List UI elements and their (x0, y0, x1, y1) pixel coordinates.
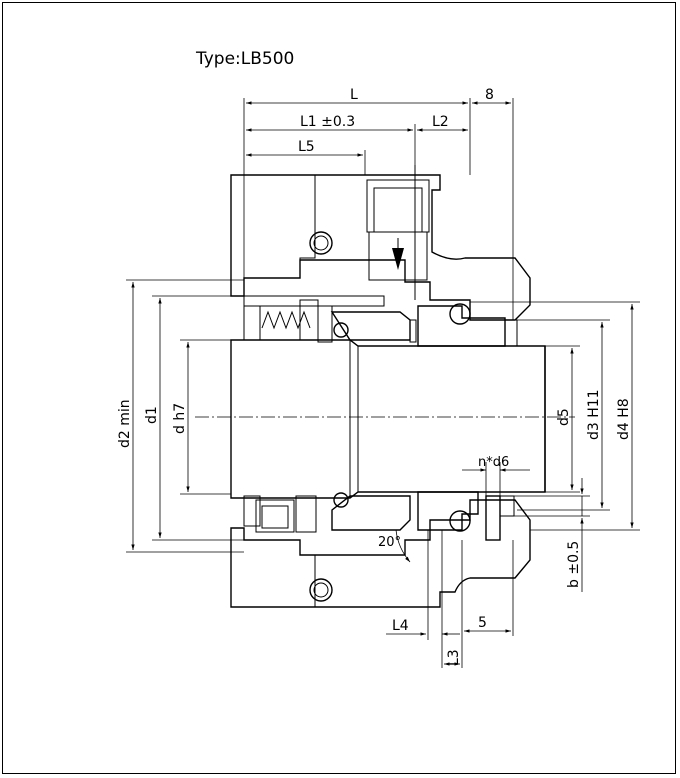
left-dimensions (126, 279, 244, 553)
pin-dimension (462, 462, 530, 496)
bottom-dimensions (386, 530, 514, 668)
dim-L5: L5 (298, 139, 315, 155)
dim-d5: d5 (556, 408, 572, 426)
dim-L4: L4 (392, 618, 409, 634)
dim-L1: L1 ±0.3 (300, 114, 355, 130)
dim-d4: d4 H8 (616, 398, 632, 440)
dim-L2: L2 (432, 114, 449, 130)
b-dimension (514, 478, 590, 592)
dim-b: b ±0.5 (566, 541, 582, 588)
dim-d1: d1 (144, 406, 160, 424)
housing-upper (230, 165, 531, 321)
dim-L: L (350, 87, 358, 103)
dim-d2: d2 min (117, 399, 133, 448)
dim-dh7: d h7 (172, 403, 188, 434)
right-dimensions (470, 301, 640, 531)
dim-nd6: n*d6 (478, 455, 509, 470)
stationary-seat-lower (417, 491, 515, 541)
drawing-title: Type:LB500 (195, 49, 294, 69)
rotating-unit-lower (243, 492, 411, 533)
stationary-seat-upper (417, 303, 518, 347)
top-dimensions (243, 98, 514, 320)
shaft (230, 339, 546, 499)
dim-8: 8 (485, 87, 494, 103)
rotating-unit-upper (243, 295, 417, 343)
dim-L3: L3 (446, 649, 462, 666)
housing-lower (230, 499, 531, 608)
dim-angle: 20° (378, 535, 401, 550)
dim-5: 5 (478, 615, 487, 631)
dim-d3: d3 H11 (586, 389, 602, 440)
angle-arc (395, 529, 411, 563)
